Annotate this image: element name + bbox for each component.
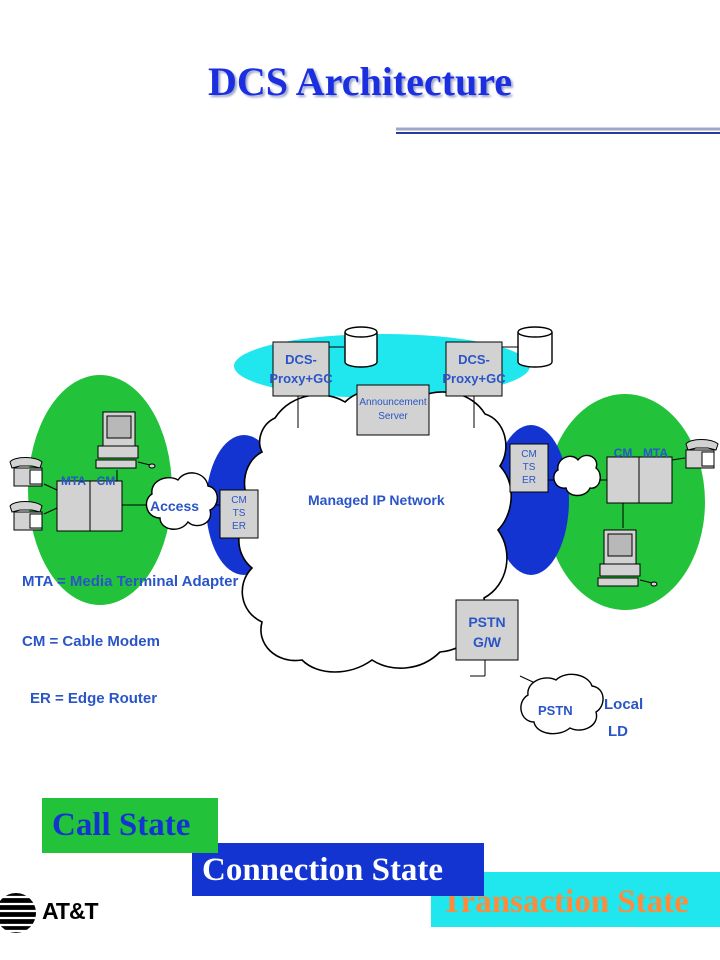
computer-left-icon bbox=[95, 411, 156, 469]
cmts-right-label: CM TS ER bbox=[510, 448, 548, 487]
local-label: Local bbox=[604, 696, 644, 713]
att-logo-icon bbox=[0, 893, 36, 933]
right-access-cloud bbox=[553, 454, 601, 497]
cm-right-box[interactable] bbox=[606, 456, 640, 504]
page-title: DCS Architecture bbox=[207, 59, 513, 104]
cmts-right-box[interactable] bbox=[509, 443, 549, 493]
dcs-proxy-right-line1: DCS- bbox=[458, 352, 490, 367]
dcs-proxy-right-box[interactable] bbox=[445, 341, 503, 397]
connection-state-box: Connection State bbox=[192, 843, 484, 896]
cmts-left-box[interactable] bbox=[219, 489, 259, 539]
cmts-left-line2: TS bbox=[232, 508, 246, 519]
att-logo-text: AT&T bbox=[42, 898, 99, 924]
announcement-line1: Announcement bbox=[359, 397, 427, 408]
cmts-left-line3: ER bbox=[232, 521, 246, 532]
dcs-proxy-left-line1: DCS- bbox=[285, 352, 317, 367]
phone-right-icon bbox=[685, 439, 719, 469]
database-left-icon bbox=[344, 326, 378, 368]
legend-cm: CM = Cable Modem bbox=[22, 633, 160, 650]
legend-er: ER = Edge Router bbox=[30, 690, 158, 707]
cmts-right-line1: CM bbox=[521, 449, 537, 460]
call-state-box: Call State bbox=[42, 798, 218, 853]
mta-left-label: MTA bbox=[60, 474, 87, 488]
legend-mta: MTA = Media Terminal Adapter bbox=[22, 573, 239, 590]
transaction-state-box: Transaction State bbox=[431, 872, 720, 927]
announcement-line2: Server bbox=[378, 411, 408, 422]
dcs-proxy-left-line2: Proxy+GC bbox=[269, 371, 333, 386]
pstn-gateway-line2: G/W bbox=[473, 634, 501, 650]
phone-left-bottom-icon bbox=[9, 501, 43, 531]
cm-right-label: CM bbox=[613, 446, 633, 460]
mta-right-label: MTA bbox=[642, 446, 669, 460]
access-cloud bbox=[145, 472, 218, 530]
cmts-right-line3: ER bbox=[522, 475, 536, 486]
dcs-proxy-right-line2: Proxy+GC bbox=[442, 371, 506, 386]
cm-left-label: CM bbox=[96, 474, 116, 488]
cm-left-box[interactable] bbox=[89, 480, 123, 532]
dcs-proxy-left-box[interactable] bbox=[272, 341, 330, 397]
database-right-icon bbox=[517, 326, 553, 368]
cmts-left-line1: CM bbox=[231, 495, 247, 506]
managed-ip-network-label: Managed IP Network bbox=[308, 492, 445, 508]
mta-left-box[interactable] bbox=[56, 480, 91, 532]
pstn-gateway-line1: PSTN bbox=[468, 614, 506, 630]
announcement-server-box[interactable] bbox=[356, 384, 430, 436]
pstn-cloud bbox=[520, 673, 604, 735]
computer-right-icon bbox=[597, 529, 658, 587]
dcs-proxy-right-label: DCS- Proxy+GC bbox=[429, 350, 519, 388]
cmts-left-label: CM TS ER bbox=[220, 494, 258, 533]
mta-right-box[interactable] bbox=[638, 456, 673, 504]
dcs-proxy-left-label: DCS- Proxy+GC bbox=[256, 350, 346, 388]
access-label: Access bbox=[150, 498, 200, 514]
pstn-label: PSTN bbox=[538, 703, 573, 718]
pstn-gateway-label: PSTN G/W bbox=[456, 612, 518, 652]
call-state-label: Call State bbox=[52, 807, 191, 843]
phone-left-top-icon bbox=[9, 457, 43, 487]
header-divider bbox=[396, 127, 720, 134]
announcement-server-label: Announcement Server bbox=[344, 396, 442, 424]
ld-label: LD bbox=[608, 723, 628, 740]
pstn-gateway-box[interactable] bbox=[455, 599, 519, 661]
cmts-right-line2: TS bbox=[522, 462, 536, 473]
connection-state-label: Connection State bbox=[202, 852, 444, 888]
